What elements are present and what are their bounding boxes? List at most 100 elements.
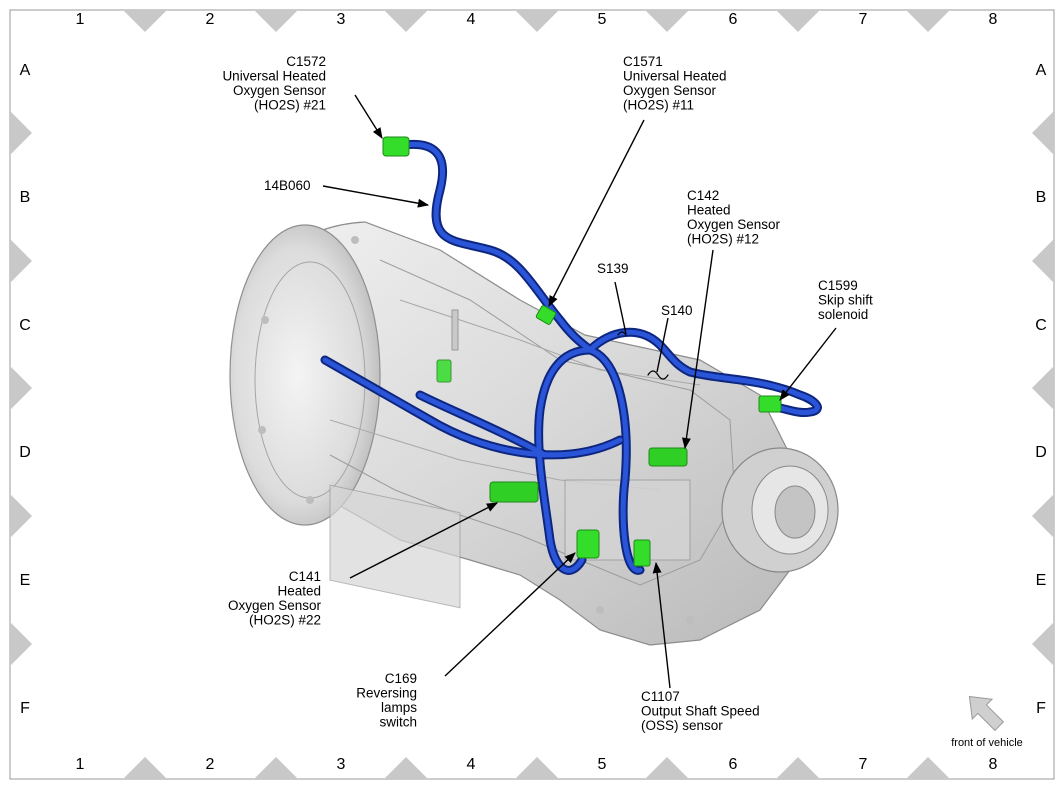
column-label-top: 2 (206, 11, 215, 28)
border-marker (10, 622, 32, 666)
column-label-top: 6 (729, 11, 738, 28)
connectors (382, 136, 782, 567)
border-marker (906, 757, 950, 779)
column-label-bottom: 2 (206, 756, 215, 773)
border-marker (1032, 111, 1054, 155)
column-label-bottom: 6 (729, 756, 738, 773)
row-label-right: F (1036, 700, 1046, 717)
callout-line: (HO2S) #11 (623, 98, 694, 113)
callout-line: Heated (687, 203, 731, 218)
column-label-bottom: 4 (467, 756, 476, 773)
connector-c1572 (382, 136, 410, 157)
column-label-top: 3 (337, 11, 346, 28)
row-label-right: C (1035, 317, 1047, 334)
column-label-bottom: 8 (989, 756, 998, 773)
callout-line: C1572 (286, 54, 326, 69)
border-marker (776, 10, 820, 32)
callout-line: Oxygen Sensor (623, 83, 717, 98)
border-marker (515, 757, 559, 779)
border-marker (645, 10, 689, 32)
bell-housing (229, 224, 381, 526)
column-label-bottom: 1 (76, 756, 85, 773)
label-s140: S140 (661, 303, 693, 318)
callout-line: Output Shaft Speed (641, 704, 760, 719)
border-marker (123, 757, 167, 779)
callout-line: C1571 (623, 54, 663, 69)
callout-line: Heated (277, 584, 321, 599)
border-marker (1032, 239, 1054, 283)
callout-line: C142 (687, 188, 719, 203)
transmission-illustration (229, 221, 839, 646)
callout-line: C1107 (641, 689, 680, 704)
border-marker (1032, 622, 1054, 666)
connector-c142 (648, 447, 688, 467)
border-marker (776, 757, 820, 779)
front-of-vehicle-indicator: front of vehicle (951, 695, 1023, 749)
connector-c1571 (535, 305, 557, 325)
border-marker (123, 10, 167, 32)
border-marker (254, 757, 298, 779)
callout-line: Reversing (356, 686, 417, 701)
callout-line: 14B060 (264, 178, 311, 193)
connector-c141 (489, 481, 539, 503)
grid-markers (10, 10, 1054, 779)
callout-line: (HO2S) #22 (249, 613, 321, 628)
callout-line: (HO2S) #21 (254, 98, 326, 113)
column-label-bottom: 3 (337, 756, 346, 773)
row-label-right: A (1036, 62, 1047, 79)
border-marker (254, 10, 298, 32)
row-label-left: F (20, 700, 30, 717)
column-label-top: 5 (598, 11, 607, 28)
callout-line: Universal Heated (623, 69, 727, 84)
connector-c1107 (633, 539, 651, 567)
wiring-harness (320, 139, 822, 575)
border-marker (384, 757, 428, 779)
row-label-left: B (20, 189, 31, 206)
column-label-bottom: 7 (859, 756, 868, 773)
label-14b060: 14B060 (264, 178, 311, 193)
row-label-right: E (1036, 572, 1047, 589)
connector-c169 (576, 529, 600, 559)
border-marker (10, 111, 32, 155)
callout-line: C169 (385, 671, 417, 686)
row-label-right: B (1036, 189, 1047, 206)
callout-line: (HO2S) #12 (687, 232, 759, 247)
callout-line: Oxygen Sensor (687, 217, 781, 232)
border-marker (10, 239, 32, 283)
callout-line: lamps (381, 700, 417, 715)
callout-line: C141 (289, 569, 321, 584)
border-marker (1032, 494, 1054, 538)
border-marker (1032, 366, 1054, 410)
border-marker (645, 757, 689, 779)
column-label-bottom: 5 (598, 756, 607, 773)
callout-line: Universal Heated (222, 69, 326, 84)
leader-lines (322, 94, 837, 689)
row-label-left: C (19, 317, 31, 334)
column-label-top: 1 (76, 11, 85, 28)
row-label-left: A (20, 62, 31, 79)
row-label-left: D (19, 444, 31, 461)
callout-line: C1599 (818, 278, 858, 293)
callout-line: switch (379, 715, 417, 730)
callout-line: Oxygen Sensor (228, 598, 322, 613)
row-label-right: D (1035, 444, 1047, 461)
callout-line: Skip shift (818, 293, 873, 308)
column-label-top: 7 (859, 11, 868, 28)
callout-line: S139 (597, 261, 629, 276)
row-label-left: E (20, 572, 31, 589)
border-marker (515, 10, 559, 32)
front-of-vehicle-label: front of vehicle (951, 737, 1023, 749)
callout-line: solenoid (818, 307, 868, 322)
border-marker (10, 494, 32, 538)
label-s139: S139 (597, 261, 629, 276)
border-marker (906, 10, 950, 32)
